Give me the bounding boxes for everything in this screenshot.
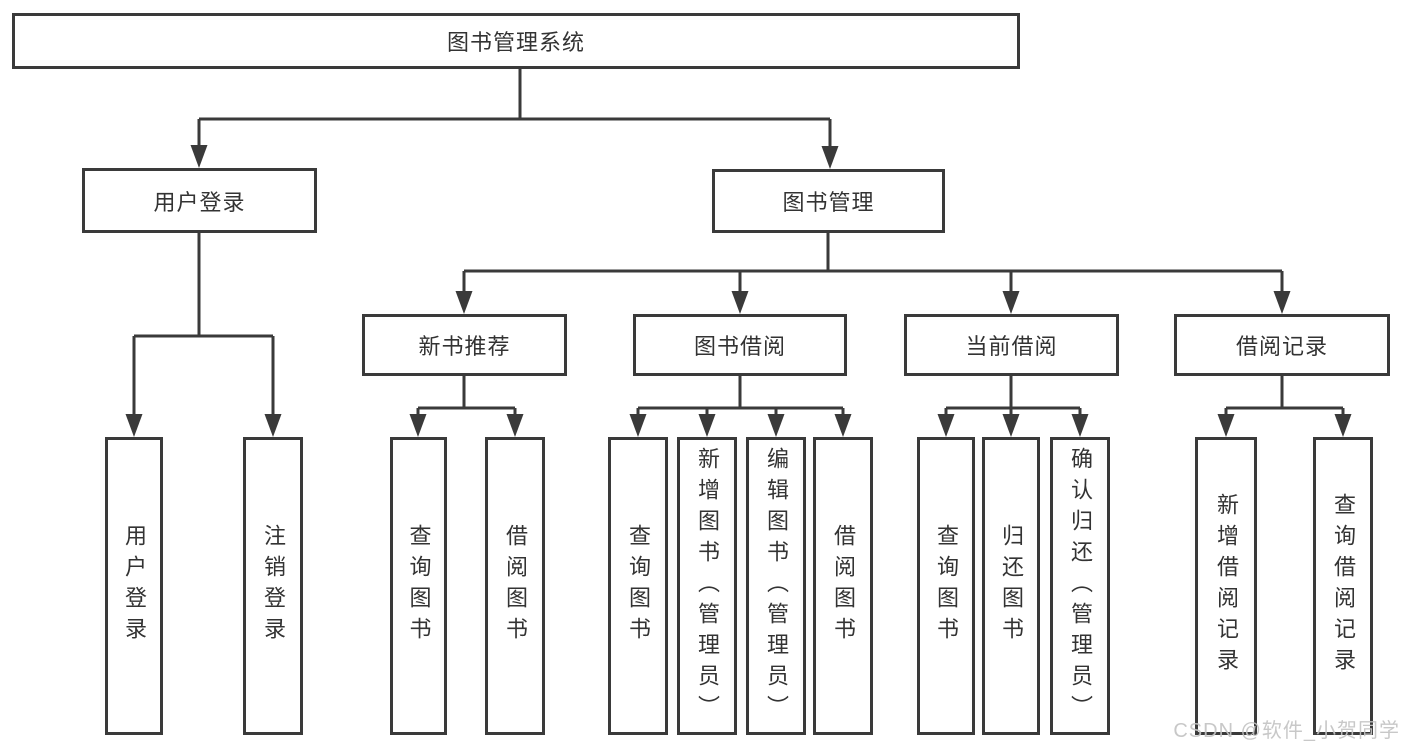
node-new-book-recommend: 新书推荐	[362, 314, 567, 376]
node-label: 图书借阅	[693, 334, 786, 359]
arrowheads	[125, 145, 1352, 437]
leaf-label: 查询图书	[934, 524, 959, 648]
leaf-label: 注销登录	[261, 524, 286, 648]
leaf-borrow-books-recommend: 借阅图书	[485, 437, 545, 735]
leaf-borrow-books: 借阅图书	[813, 437, 873, 735]
node-book-management: 图书管理	[712, 169, 945, 233]
leaf-query-books-borrow: 查询图书	[608, 437, 668, 735]
leaf-logout: 注销登录	[243, 437, 303, 735]
leaf-label: 查询图书	[626, 524, 651, 648]
leaf-label: 借阅图书	[503, 524, 528, 648]
leaf-label: 借阅图书	[831, 524, 856, 648]
node-user-login: 用户登录	[82, 168, 317, 233]
leaf-confirm-return-admin: 确认归还（管理员）	[1050, 437, 1110, 735]
leaf-label: 查询图书	[406, 524, 432, 648]
leaf-edit-book-admin: 编辑图书（管理员）	[746, 437, 806, 735]
node-current-borrow: 当前借阅	[904, 314, 1119, 376]
node-label: 新书推荐	[418, 334, 511, 359]
node-borrow-records: 借阅记录	[1174, 314, 1390, 376]
watermark-text: CSDN @软件_小贺同学	[1173, 720, 1400, 742]
leaf-label: 新增借阅记录	[1214, 493, 1239, 679]
node-library-management-system: 图书管理系统	[12, 13, 1020, 69]
leaf-label: 查询借阅记录	[1331, 493, 1356, 679]
node-label: 借阅记录	[1235, 334, 1328, 359]
leaf-label: 确认归还（管理员）	[1068, 446, 1093, 726]
leaf-query-borrow-record: 查询借阅记录	[1313, 437, 1373, 735]
leaf-label: 编辑图书（管理员）	[764, 446, 789, 726]
node-label: 用户登录	[153, 189, 246, 215]
leaf-query-books-current: 查询图书	[917, 437, 975, 735]
leaf-label: 归还图书	[999, 524, 1024, 648]
leaf-return-books: 归还图书	[982, 437, 1040, 735]
leaf-add-borrow-record: 新增借阅记录	[1195, 437, 1257, 735]
leaf-query-books-recommend: 查询图书	[390, 437, 447, 735]
leaf-label: 用户登录	[122, 524, 147, 648]
node-book-borrow: 图书借阅	[633, 314, 847, 376]
node-label: 图书管理系统	[446, 30, 585, 55]
leaf-label: 新增图书（管理员）	[695, 446, 720, 726]
node-label: 当前借阅	[965, 334, 1058, 359]
leaf-add-book-admin: 新增图书（管理员）	[677, 437, 737, 735]
leaf-user-login: 用户登录	[105, 437, 163, 735]
node-label: 图书管理	[782, 190, 875, 215]
